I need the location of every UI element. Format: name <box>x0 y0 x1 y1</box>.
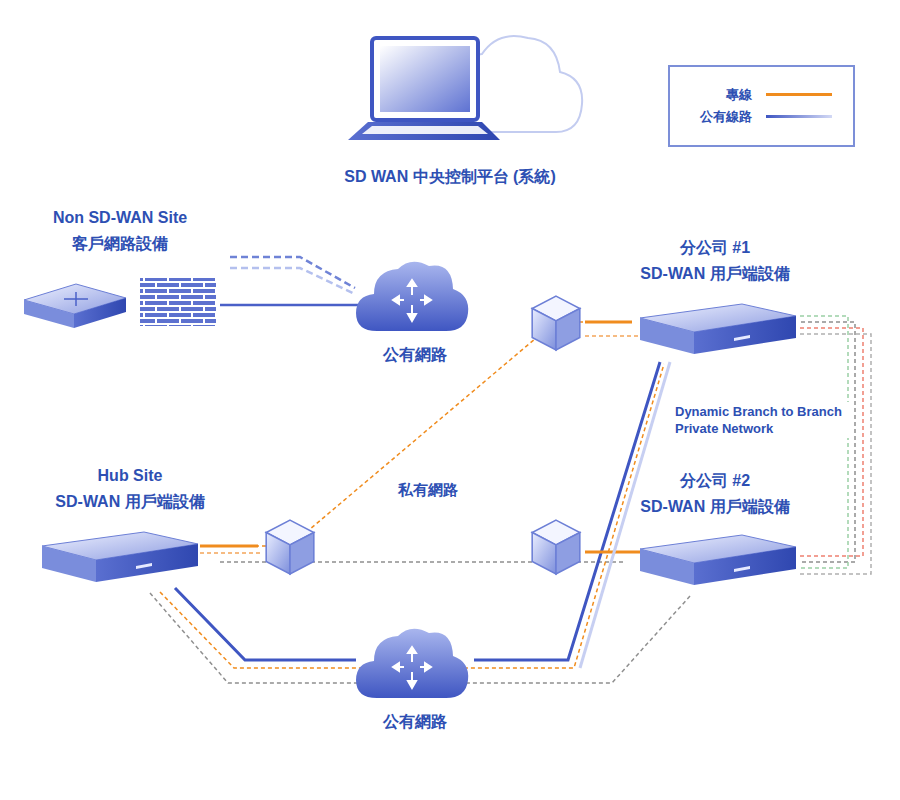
node-label: SD WAN 中央控制平台 (系統) <box>344 164 556 190</box>
network-note: Dynamic Branch to Branch Private Network <box>672 402 850 438</box>
node-label: 客戶網路設備 <box>72 231 168 257</box>
node-label: SD-WAN 用戶端設備 <box>640 261 789 287</box>
network-link <box>474 362 660 660</box>
legend-row: 公有線路 <box>670 108 853 126</box>
cloud-network: 公有網路 <box>350 250 480 368</box>
branch-device: 分公司 #1SD-WAN 用戶端設備 <box>625 235 805 362</box>
legend-swatch <box>764 112 836 122</box>
branch-device: 分公司 #2SD-WAN 用戶端設備 <box>625 468 805 593</box>
node-label: 分公司 #2 <box>680 468 750 494</box>
legend-label: 專線 <box>692 86 752 104</box>
node-label: SD-WAN 用戶端設備 <box>55 489 204 515</box>
legend-row: 專線 <box>670 86 853 104</box>
legend-label: 公有線路 <box>692 108 752 126</box>
network-label: 私有網路 <box>395 480 461 499</box>
cloud-network: 公有網路 <box>350 618 480 735</box>
node-label: SD-WAN 用戶端設備 <box>640 494 789 520</box>
node-label: 公有網路 <box>383 709 447 735</box>
customer-site: Non SD-WAN Site客戶網路設備 <box>20 205 220 330</box>
node-label: 公有網路 <box>383 342 447 368</box>
network-link <box>220 304 358 307</box>
node-label: Hub Site <box>98 463 163 489</box>
legend-box: 專線公有線路 <box>668 65 855 147</box>
network-link <box>220 322 625 546</box>
control-platform: SD WAN 中央控制平台 (系統) <box>320 28 580 190</box>
hub-device: Hub SiteSD-WAN 用戶端設備 <box>40 463 220 590</box>
node-label: Non SD-WAN Site <box>53 205 187 231</box>
node-label: 分公司 #1 <box>680 235 750 261</box>
legend-swatch <box>764 90 836 100</box>
network-link <box>801 322 855 562</box>
network-link <box>175 588 356 660</box>
